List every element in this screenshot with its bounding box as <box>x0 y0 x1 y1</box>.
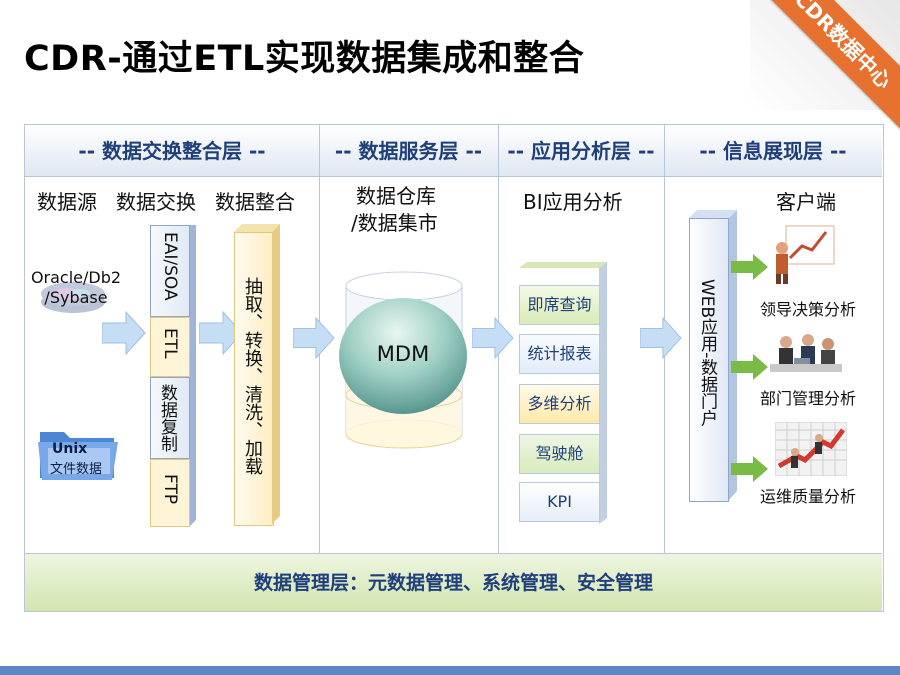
data-management-label: 数据管理层：元数据管理、系统管理、安全管理 <box>253 572 653 594</box>
layer-title-service: -- 数据服务层 -- <box>334 139 483 163</box>
database-icon <box>38 266 108 320</box>
green-arrow <box>731 254 769 284</box>
exchange-etl-box: ETL <box>150 317 190 377</box>
bi-item-dashboard: 驾驶舱 <box>519 434 600 474</box>
bi-item-kpi: KPI <box>519 482 600 522</box>
mdm-label: MDM <box>376 342 430 366</box>
header-data-integration: 数据整合 <box>215 190 295 214</box>
integration-box-depth <box>234 224 280 524</box>
exchange-replication-box: 数据复制 <box>150 377 190 459</box>
exchange-eai-box: EAI/SOA <box>150 225 190 317</box>
client-label-operations: 运维质量分析 <box>760 487 857 506</box>
client-label-department: 部门管理分析 <box>760 389 857 408</box>
layer-header-band <box>25 125 882 177</box>
meeting-people-icon <box>766 330 846 386</box>
warehouse-header-line2: /数据集市 <box>351 211 438 235</box>
portal-depth <box>689 210 737 500</box>
exchange-stack: EAI/SOA ETL 数据复制 FTP <box>150 225 196 530</box>
flow-arrow <box>293 316 335 360</box>
flow-arrow <box>472 316 514 360</box>
layer-title-analysis: -- 应用分析层 -- <box>507 139 655 163</box>
header-data-exchange: 数据交换 <box>116 190 196 214</box>
warehouse-header-line1: 数据仓库 <box>356 184 436 208</box>
flow-arrow <box>640 316 682 360</box>
bi-item-report: 统计报表 <box>519 334 600 374</box>
green-arrow <box>731 354 769 384</box>
layer-title-exchange: -- 数据交换整合层 -- <box>78 139 266 163</box>
green-arrow <box>731 456 769 486</box>
folder-icon <box>34 418 120 486</box>
web-portal-box: WEB应用-数据门户 <box>689 218 729 502</box>
client-label-decision: 领导决策分析 <box>760 300 857 319</box>
mdm-sphere <box>336 290 470 424</box>
exchange-ftp-box: FTP <box>150 459 190 527</box>
bi-header: BI应用分析 <box>523 190 623 214</box>
growth-chart-icon <box>774 421 848 480</box>
chart-presenter-icon <box>768 222 838 290</box>
flow-arrow <box>199 310 243 356</box>
bi-stack-depth <box>519 262 607 524</box>
layer-title-presentation: -- 信息展现层 -- <box>699 139 847 163</box>
client-header: 客户端 <box>776 190 836 214</box>
unix-subtitle: 文件数据 <box>50 462 103 477</box>
flow-arrow <box>102 310 146 356</box>
bottom-accent-bar <box>0 666 900 675</box>
bi-item-adhoc-query: 即席查询 <box>519 285 600 325</box>
data-management-band <box>25 553 882 611</box>
header-data-source: 数据源 <box>37 190 97 214</box>
page-title: CDR-通过ETL实现数据集成和整合 <box>24 39 585 79</box>
bi-item-olap: 多维分析 <box>519 384 600 424</box>
source-db-label: Oracle/Db2 /Sybase <box>30 268 122 307</box>
unix-title: Unix <box>52 441 88 457</box>
